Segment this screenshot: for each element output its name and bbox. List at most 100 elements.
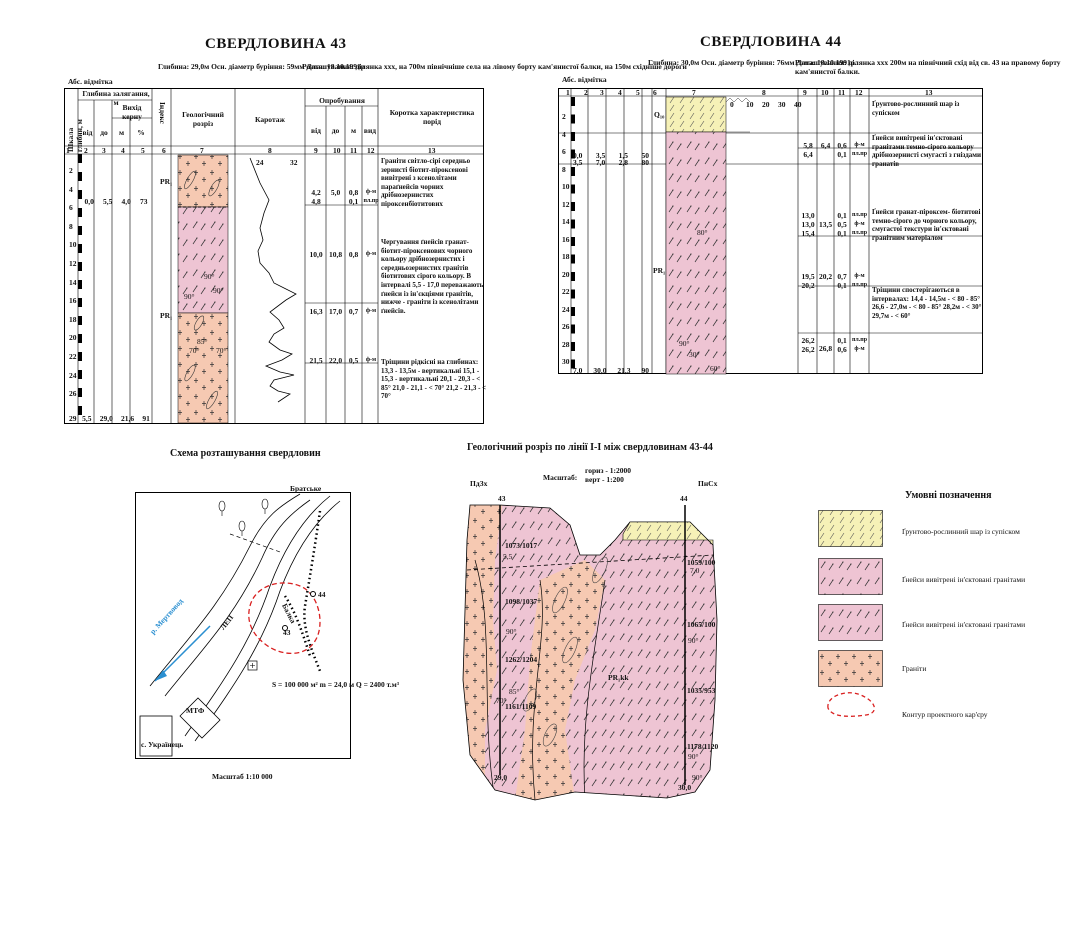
bh43-colnum: 12 [367, 146, 375, 155]
bh44-depth-tick: 30 [562, 357, 570, 366]
bh44-scale-segment [571, 272, 575, 281]
bh44-scale-segment [571, 324, 575, 334]
bh43-info: Глибина: 29,0м Осн. діаметр буріння: 59м… [158, 62, 365, 71]
bh43-s4-m: 0,5 [348, 356, 359, 365]
bh43-depth-tick: 6 [69, 203, 73, 213]
section-dip-5: 90° [688, 752, 699, 761]
bh43-s1-from: 4,2 4,8 [311, 188, 321, 206]
bh43-depth-tick: 26 [69, 389, 77, 399]
legend-swatch-gneiss-1 [818, 558, 883, 595]
bh44-colnum: 8 [762, 88, 766, 97]
bh43-abs-label: Абс. відмітка [68, 77, 113, 86]
map-village-top: Братське [290, 484, 322, 493]
tree-icons [218, 498, 269, 536]
bh43-scale-segment [78, 406, 82, 415]
section-mark-5-5: 5,5 [503, 552, 513, 561]
bh44-colnum: 5 [636, 88, 640, 97]
bh43-depth-tick: 16 [69, 296, 77, 306]
legend-item-gneiss-1: Ґнейси вивітрені ін'єктовані гранітами [902, 575, 1026, 584]
bh43-scale-segment [78, 172, 82, 181]
section-dip-2: 85° [509, 687, 520, 696]
section-right-label: 1035/953 [687, 686, 716, 695]
legend-swatch-soil [818, 510, 883, 547]
bh43-h-desc: Коротка характеристика порід [389, 108, 475, 126]
bh43-h-sampling: Опробування [319, 96, 365, 105]
building-icon [247, 660, 258, 671]
legend-swatch-gneiss-2 [818, 604, 883, 641]
bh43-s3-vyd: ф-м [365, 308, 377, 314]
bh44-s4-vyd: пл.пр ф-м [851, 337, 868, 352]
bh43-index-2: PR₁ [160, 311, 173, 320]
bh44-s3-to: 20,2 [818, 272, 833, 281]
bh43-scale-segment [78, 352, 82, 361]
bh44-dip-3: 30° [689, 350, 700, 359]
bh44-s4-from: 26,2 26,2 [801, 336, 815, 354]
bh44-s3-from: 19,5 20,2 [801, 272, 815, 290]
quarry-contour [248, 582, 321, 654]
bh43-s3-to: 17,0 [328, 307, 343, 316]
bh44-colnum: 6 [653, 88, 657, 97]
bh43-scale-segment [78, 298, 82, 307]
bh43-karotazh-max: 32 [290, 158, 298, 167]
bh43-dip-4: 85° [197, 337, 208, 346]
bh44-desc-4: Тріщини спостерігаються в інтервалах: 14… [872, 286, 982, 320]
bh43-h-scale: Шкала глибин, м [66, 119, 84, 152]
bh44-colnum: 13 [925, 88, 933, 97]
bh43-colnum: 2 [84, 146, 88, 155]
bh44-depth-tick: 26 [562, 322, 570, 331]
bh44-scale-segment [571, 359, 575, 369]
section-left-label: 1161/1109 [505, 702, 537, 711]
bh43-colnum: 13 [428, 146, 436, 155]
bh43-s1-m: 0,8 0,1 [348, 188, 359, 206]
bh44-s2-m: 0,1 0,5 0,1 [837, 211, 847, 238]
bh43-depth-tick: 4 [69, 184, 73, 194]
legend-item-granite: Граніти [902, 664, 927, 673]
bh43-karotazh-min: 24 [256, 158, 264, 167]
bh44-karotazh-tick: 10 [746, 100, 754, 109]
bh43-depth-tick: 29 [69, 414, 77, 423]
bh43-h-to: до [100, 128, 108, 137]
bh43-depth-tick: 8 [69, 221, 73, 231]
bh43-marker [282, 625, 288, 631]
bh44-karotazh-tick: 20 [762, 100, 770, 109]
bh43-s4-vyd: ф-м [365, 357, 377, 363]
bh44-scale-segment [571, 342, 575, 351]
bh43-h-index: Індекс [158, 102, 167, 124]
bh43-log-table [64, 88, 484, 424]
bh43-desc-1: Граніти світло-сірі середньо зернисті бі… [381, 157, 471, 208]
bh43-depth-tick: 24 [69, 370, 77, 380]
bh43-h-vyd: вид [363, 126, 377, 135]
bh43-colnum: 8 [268, 146, 272, 155]
bh43-scale-segment [78, 208, 82, 217]
bh44-depth-tick: 16 [562, 234, 570, 244]
section-depth44: 30,0 [678, 783, 692, 792]
bh44-index-1: Q₁₀ [654, 110, 665, 119]
bh43-dip-6: 70° [216, 346, 227, 355]
bh43-colnum: 9 [314, 146, 318, 155]
section-left-label: 1262/1204 [505, 655, 538, 664]
bh43-s3-m: 0,7 [348, 307, 359, 316]
bh44-desc-2: Ґнейси вивітрені ін'єктовані гранітами т… [872, 134, 982, 168]
section-left-label: 1073/1017 [505, 541, 538, 550]
bh43-scale-segment [78, 190, 82, 199]
bh43-dip-3: 90° [184, 292, 195, 301]
bh43-s1-to: 5,0 [330, 188, 341, 197]
bh43-depth-tick: 12 [69, 259, 77, 268]
section-dip-6: 90° [692, 773, 703, 782]
section-dip-1: 90° [506, 627, 517, 636]
section-soil [622, 521, 714, 546]
bh43-s4-from: 21,5 [309, 356, 323, 365]
section-depth43: 29,0 [494, 773, 508, 782]
bh44-depth-tick: 22 [562, 287, 570, 296]
section-mark-7-0: 7,0 [690, 566, 700, 575]
bh43-s4-to: 22,0 [328, 356, 343, 365]
bh44-scale-segment [571, 167, 575, 176]
bh44-depth-tick: 12 [562, 199, 570, 209]
bh43-colnum: 5 [141, 146, 145, 155]
bh44-s1-to: 6,4 [820, 141, 831, 150]
bh44-scale-segment [571, 97, 575, 106]
bh44-title: СВЕРДЛОВИНА 44 [700, 34, 842, 50]
